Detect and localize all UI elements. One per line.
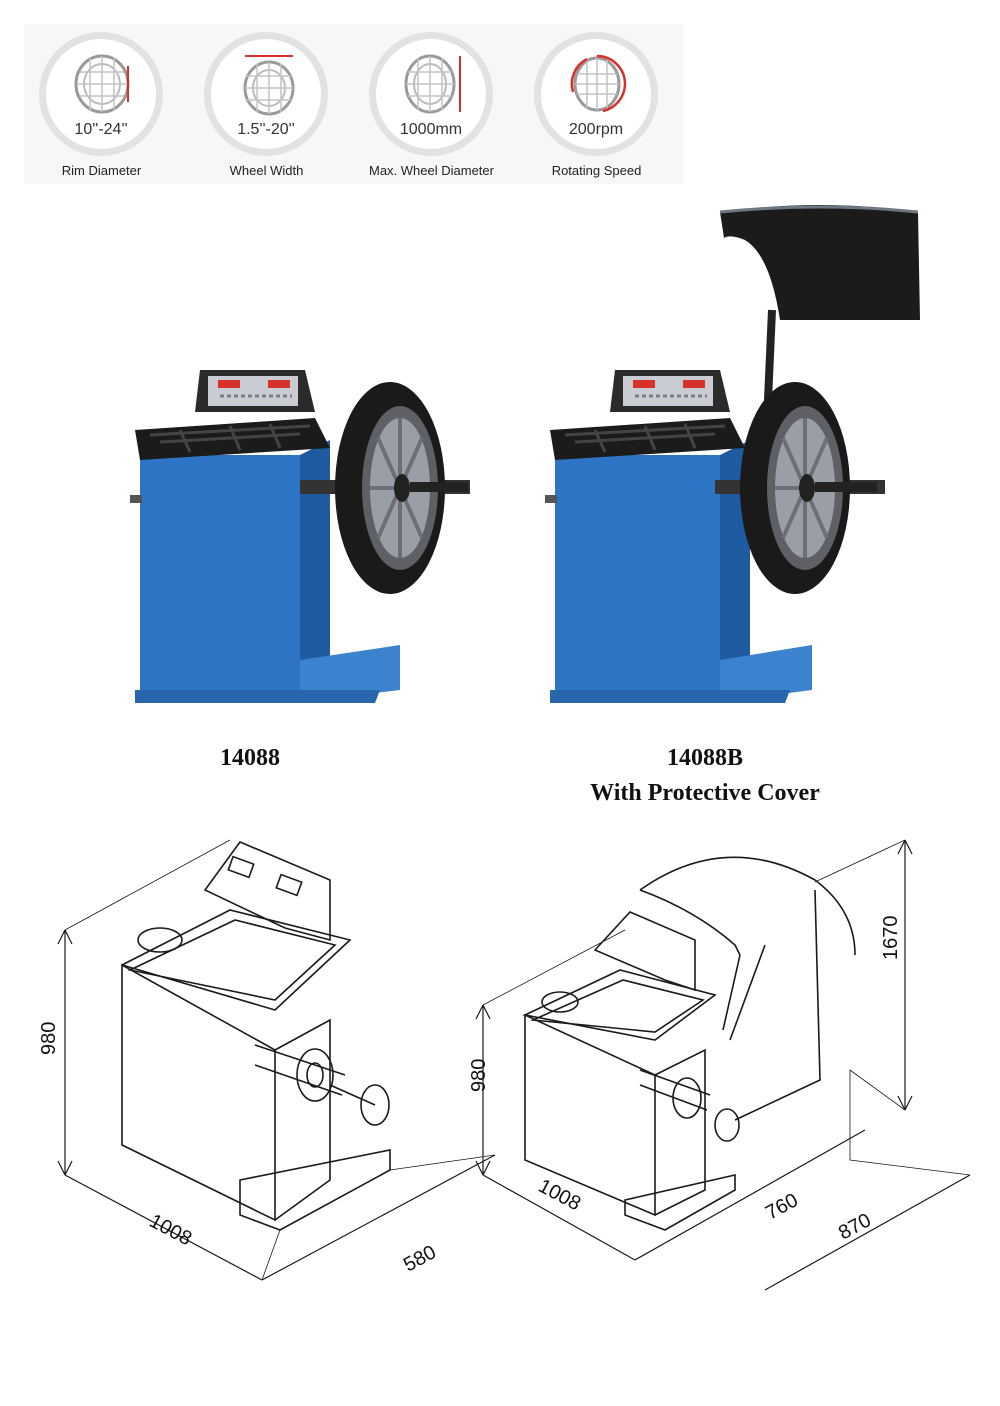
cover-height-dimension-label: 1670 bbox=[880, 916, 902, 961]
wheel-balancer-with-cover-photo bbox=[545, 205, 920, 703]
spec-value: 1.5''-20'' bbox=[237, 121, 295, 138]
max-wheel-diameter-icon bbox=[404, 54, 461, 114]
spec-circle bbox=[39, 32, 163, 156]
depth-dimension-label: 580 bbox=[400, 1241, 440, 1276]
wheel-balancer-photo bbox=[130, 370, 470, 703]
length-dimension-label: 1008 bbox=[146, 1210, 196, 1250]
spec-wheel-width: 1.5''-20'' Wheel Width bbox=[189, 24, 354, 184]
wheel-width-icon bbox=[243, 55, 295, 116]
rotating-speed-icon bbox=[570, 54, 627, 113]
spec-value: 200rpm bbox=[568, 121, 624, 138]
spec-strip: 10''-24'' Rim Diameter 1.5''-20'' Wheel … bbox=[24, 24, 684, 184]
spec-rim-diameter: 10''-24'' Rim Diameter bbox=[24, 24, 189, 184]
length-dimension-label: 1008 bbox=[535, 1175, 585, 1215]
spec-circle bbox=[204, 32, 328, 156]
model-caption-14088b: 14088B bbox=[666, 745, 743, 771]
spec-label: Rotating Speed bbox=[551, 163, 642, 178]
total-depth-dimension-label: 870 bbox=[835, 1209, 875, 1244]
spec-max-wheel-diameter: 1000mm Max. Wheel Diameter bbox=[354, 24, 519, 184]
height-dimension-label: 980 bbox=[38, 1022, 60, 1055]
spec-value: 1000mm bbox=[399, 121, 463, 138]
rim-diameter-icon bbox=[74, 54, 130, 114]
cabinet bbox=[140, 455, 300, 700]
depth-dimension-label: 760 bbox=[762, 1189, 802, 1224]
spec-rotating-speed: 200rpm Rotating Speed bbox=[519, 24, 684, 184]
model-note: With Protective Cover bbox=[590, 780, 820, 806]
dimension-drawing-14088b: 980 1008 760 870 1670 bbox=[468, 839, 971, 1291]
spec-value: 10''-24'' bbox=[74, 121, 128, 138]
spec-label: Max. Wheel Diameter bbox=[369, 163, 494, 178]
dimension-drawing-14088: 980 1008 580 bbox=[38, 839, 496, 1281]
height-dimension-label: 980 bbox=[468, 1059, 490, 1092]
spec-label: Rim Diameter bbox=[61, 163, 142, 178]
model-caption-14088: 14088 bbox=[220, 745, 280, 771]
spec-circle bbox=[369, 32, 493, 156]
protective-cover bbox=[720, 205, 920, 320]
spec-label: Wheel Width bbox=[229, 163, 304, 178]
